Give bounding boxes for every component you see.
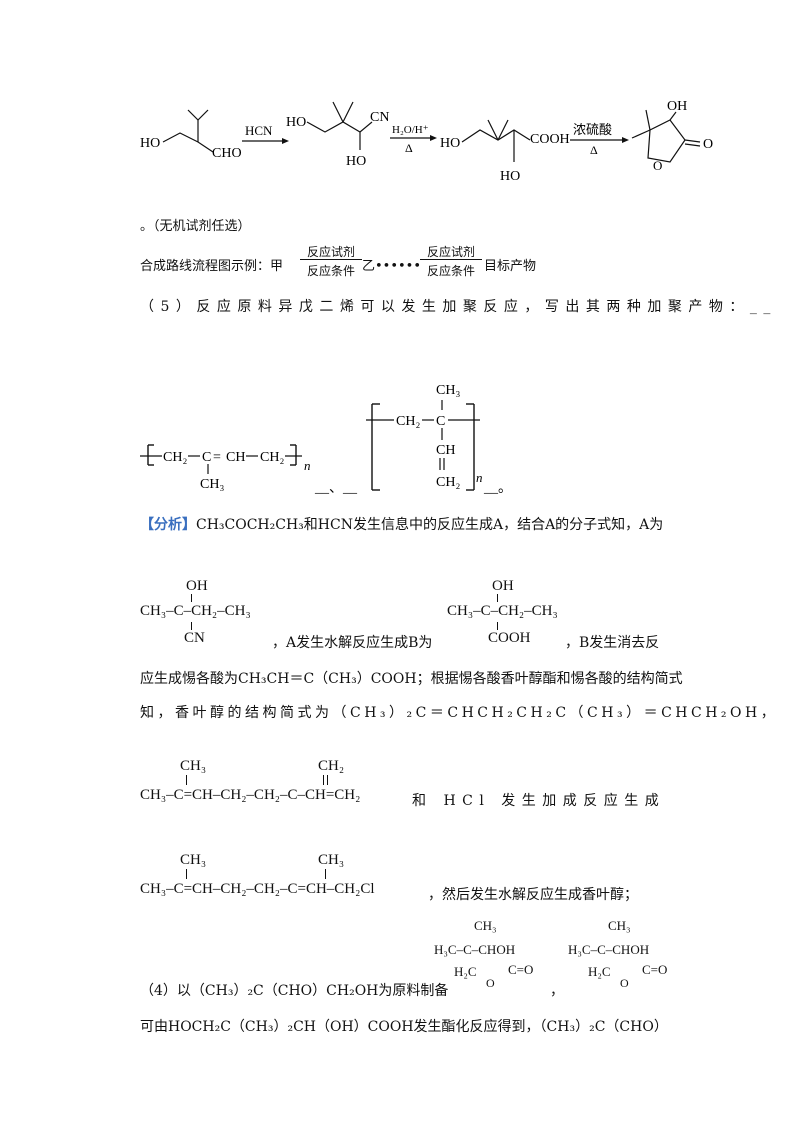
last-line: 可由HOCH₂C（CH₃）₂CH（OH）COOH发生酯化反应得到，（CH₃）₂C… <box>140 1019 668 1035</box>
polymer-structures: CH₂ C = CH CH₂ CH₃ n __、__ CH₂ C CH₃ CH … <box>140 383 512 496</box>
route-reagent-2: 反应试剂 <box>426 245 475 259</box>
p1-ch: CH <box>226 450 245 465</box>
p2-ch2end: CH₂ <box>436 475 460 490</box>
structD-ch3b: CH₃ <box>318 852 345 868</box>
structD-bond-2 <box>325 869 326 879</box>
structC-ch2: CH₂ <box>318 758 345 774</box>
s4-oh: OH <box>667 99 687 114</box>
s1-cho: CHO <box>212 146 242 161</box>
structC-ch3: CH₃ <box>180 758 207 774</box>
structD-main: CH₃–C=CH–CH₂–CH₂–C=CH–CH₂Cl <box>140 881 375 897</box>
lactone2-co: C=O <box>642 962 668 977</box>
arrow3-delta: Δ <box>590 143 598 157</box>
p2-ch3: CH₃ <box>436 383 460 398</box>
s2-ho: HO <box>286 115 306 130</box>
p1-n: n <box>304 458 311 473</box>
q4-comma: ， <box>550 983 564 999</box>
structB-main: CH₃–C–CH₂–CH₃ <box>447 603 558 619</box>
text-a-to-b: ，A发生水解反应生成B为 <box>272 635 433 651</box>
route-arrow-2 <box>420 259 482 260</box>
structC-bond-2a <box>323 775 324 785</box>
p2-n: n <box>476 470 483 485</box>
s2-cn: CN <box>370 110 389 125</box>
arrow1-label: HCN <box>245 123 273 138</box>
route-reagent-1: 反应试剂 <box>306 245 355 259</box>
s2-oh: HO <box>346 154 366 169</box>
p1-c: C <box>202 450 211 465</box>
p1-eq: = <box>213 450 221 465</box>
route-example-prefix: 合成路线流程图示例：甲 <box>140 259 284 274</box>
s1-bonds <box>162 132 214 153</box>
lactone2-o: O <box>620 976 629 990</box>
structA-bond-down <box>191 622 192 630</box>
s3-cooh: COOH <box>530 132 570 147</box>
analysis-text: CH₃COCH₂CH₃和HCN发生信息中的反应生成A，结合A的分子式知，A为 <box>196 517 664 533</box>
para-1: 应生成惕各酸为CH₃CH＝C（CH₃）COOH；根据惕各酸香叶醇酯和惕各酸的结构… <box>140 671 683 687</box>
p2-c: C <box>436 414 445 429</box>
analysis-label: 【分析】 <box>140 517 196 533</box>
question-4: （4）以（CH₃）₂C（CHO）CH₂OH为原料制备 <box>140 983 449 999</box>
s4-o-ring: O <box>653 158 662 173</box>
lactone1-o: O <box>486 976 495 990</box>
poly-end: __。 <box>483 481 512 496</box>
p1-ch2b: CH₂ <box>260 450 284 465</box>
structD-bond-1 <box>186 869 187 879</box>
s1-ho: HO <box>140 136 160 151</box>
lactone-structure-1: CH₃ H₃C–C–CHOH H₂C C=O O <box>428 918 548 993</box>
p1-ch2a: CH₂ <box>163 450 187 465</box>
s3-ho: HO <box>440 136 460 151</box>
structA-main: CH₃–C–CH₂–CH₃ <box>140 603 251 619</box>
structB-cooh: COOH <box>488 630 531 646</box>
route-arrow-1 <box>300 259 362 260</box>
lactone1-row2: H₂C <box>454 964 477 979</box>
poly-separator: __、__ <box>314 481 358 496</box>
structC-tail: 和 HCl 发生加成反应生成 <box>412 793 666 809</box>
para-2: 知，香叶醇的结构简式为（CH₃）₂C＝CHCH₂CH₂C（CH₃）＝CHCH₂O… <box>140 705 779 721</box>
lactone2-row2: H₂C <box>588 964 611 979</box>
p2-ch2: CH₂ <box>396 414 420 429</box>
structB-oh: OH <box>492 578 514 594</box>
route-condition-1: 反应条件 <box>306 264 355 278</box>
structC-main: CH₃–C=CH–CH₂–CH₂–C–CH=CH₂ <box>140 787 361 803</box>
p1-ch3: CH₃ <box>200 477 224 492</box>
reagent-note: 。（无机试剂任选） <box>140 219 251 234</box>
structC-bond-1 <box>186 775 187 785</box>
question-5: （5）反应原料异戊二烯可以发生加聚反应，写出其两种加聚产物：__ <box>140 299 777 315</box>
lactone1-row1: H₃C–C–CHOH <box>434 942 516 957</box>
lactone2-row1: H₃C–C–CHOH <box>568 942 650 957</box>
s4-ring <box>647 119 686 163</box>
route-suffix: 目标产物 <box>484 259 537 274</box>
structC-bond-2b <box>327 775 328 785</box>
arrow3-label: 浓硫酸 <box>573 122 612 137</box>
s2-bonds <box>306 121 373 133</box>
structB-bond-up <box>497 594 498 602</box>
structD-tail: ，然后发生水解反应生成香叶醇； <box>428 887 638 903</box>
structA-cn: CN <box>184 630 205 646</box>
arrow2-delta: Δ <box>405 141 413 155</box>
lactone-structure-2: CH₃ H₃C–C–CHOH H₂C C=O O <box>562 918 682 993</box>
lactone2-ch3: CH₃ <box>608 918 631 933</box>
text-b-tail: ，B发生消去反 <box>565 635 660 651</box>
structA-oh: OH <box>186 578 208 594</box>
p2-ch: CH <box>436 443 455 458</box>
route-mid: 乙•••••• <box>362 259 422 274</box>
structD-ch3a: CH₃ <box>180 852 207 868</box>
route-condition-2: 反应条件 <box>426 264 475 278</box>
structA-bond-up <box>191 594 192 602</box>
lactone1-ch3: CH₃ <box>474 918 497 933</box>
analysis-line: 【分析】CH₃COCH₂CH₃和HCN发生信息中的反应生成A，结合A的分子式知，… <box>140 514 663 534</box>
arrow2-label: H₂O/H⁺ <box>392 124 429 136</box>
structB-bond-down <box>497 622 498 630</box>
reaction-scheme: HO CHO HCN HO CN HO H₂O/H⁺ Δ HO COOH HO … <box>140 99 713 184</box>
s3-oh: HO <box>500 169 520 184</box>
s4-o-keto: O <box>703 137 713 152</box>
lactone1-co: C=O <box>508 962 534 977</box>
